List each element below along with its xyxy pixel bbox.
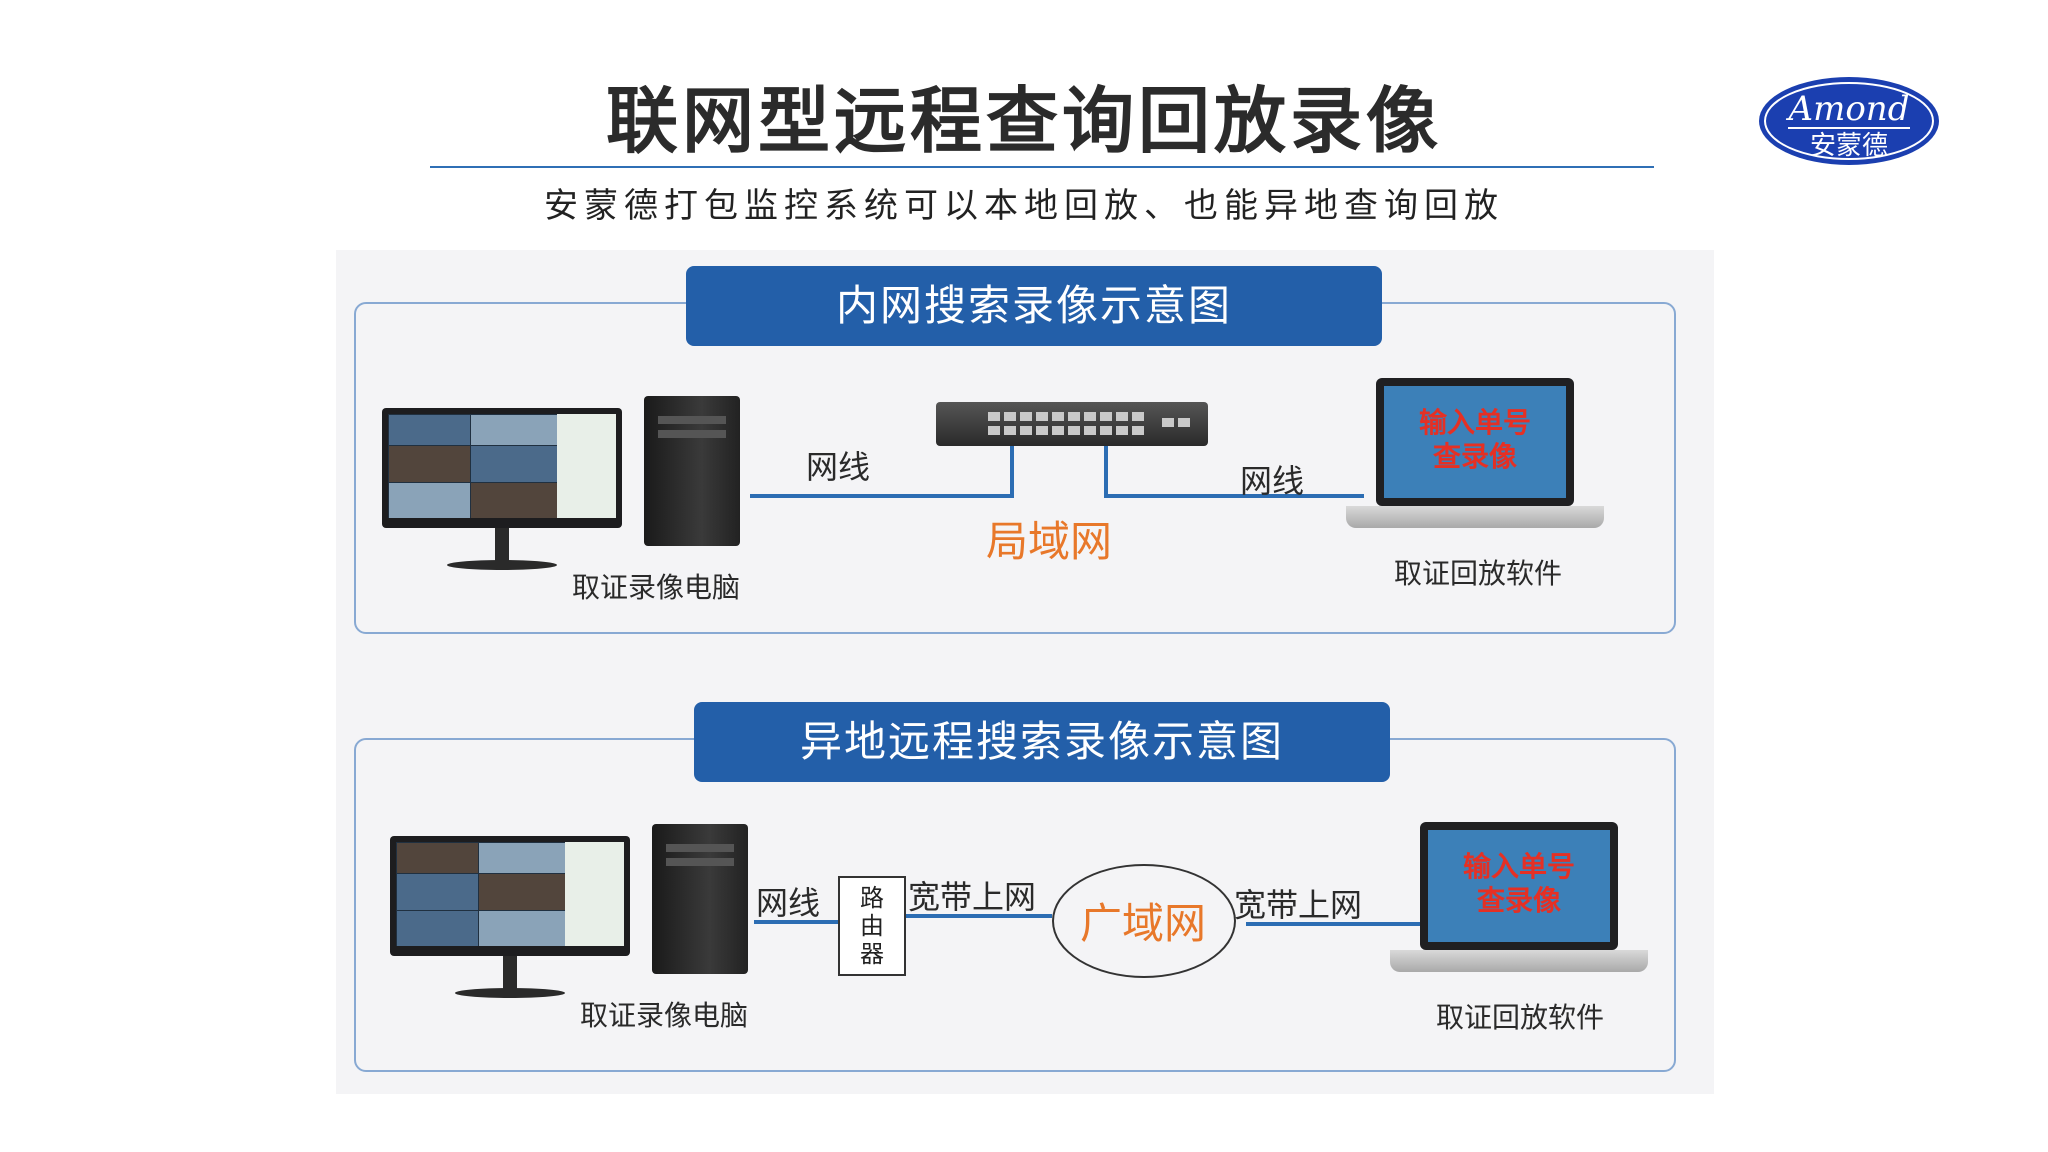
- lan-pc-tower: [644, 396, 740, 546]
- lan-pc-label: 取证录像电脑: [572, 571, 741, 604]
- logo-text-en: Amond: [1786, 89, 1910, 129]
- lan-wire-right-v: [1104, 446, 1108, 498]
- page-subtitle: 安蒙德打包监控系统可以本地回放、也能异地查询回放: [544, 186, 1504, 226]
- router-char-2: 由: [860, 912, 884, 940]
- wan-broadband-left-label: 宽带上网: [908, 878, 1037, 916]
- router-char-3: 器: [860, 940, 884, 968]
- lan-playback-laptop: 输入单号 查录像: [1346, 378, 1604, 528]
- wan-broadband-right-label: 宽带上网: [1234, 886, 1363, 924]
- lan-wire-left-v: [1010, 446, 1014, 498]
- lan-wire-left-h: [750, 494, 1014, 498]
- wan-network-label: 广域网: [1079, 899, 1206, 948]
- diagram-panel: 内网搜索录像示意图 取证录像电脑: [336, 250, 1714, 1094]
- wan-wire-pc-router: [754, 920, 838, 924]
- wan-banner: 异地远程搜索录像示意图: [694, 702, 1390, 782]
- wan-pc-label: 取证录像电脑: [580, 999, 749, 1032]
- lan-banner: 内网搜索录像示意图: [686, 266, 1382, 346]
- wan-pc-monitor: [390, 836, 630, 1000]
- lan-screen-line-2: 查录像: [1432, 440, 1517, 473]
- logo-ellipse: [1759, 77, 1939, 165]
- lan-network-label: 局域网: [986, 517, 1113, 566]
- wan-cable-label: 网线: [756, 884, 821, 922]
- title-underline: [430, 166, 1654, 168]
- wan-cloud-ellipse: [1052, 864, 1236, 978]
- page-title: 联网型远程查询回放录像: [605, 79, 1442, 163]
- lan-pc-monitor: [382, 408, 622, 572]
- router-char-1: 路: [860, 884, 884, 912]
- wan-screen-line-1: 输入单号: [1462, 850, 1575, 883]
- wan-pc-tower: [652, 824, 748, 974]
- router-box: 路 由 器: [838, 876, 906, 976]
- wan-playback-laptop: 输入单号 查录像: [1390, 822, 1648, 972]
- wan-screen-line-2: 查录像: [1476, 884, 1561, 917]
- logo-text-cn: 安蒙德: [1810, 131, 1888, 161]
- wan-wire-wan-laptop: [1246, 922, 1420, 926]
- lan-screen-line-1: 输入单号: [1418, 406, 1531, 439]
- network-switch: [936, 402, 1208, 446]
- lan-wire-right-h: [1104, 494, 1364, 498]
- amond-logo: Amond 安蒙德: [1759, 77, 1939, 165]
- lan-cable-right-label: 网线: [1240, 462, 1305, 500]
- wan-wire-router-wan: [906, 914, 1052, 918]
- lan-cable-left-label: 网线: [806, 448, 871, 486]
- lan-laptop-label: 取证回放软件: [1394, 557, 1563, 590]
- wan-laptop-label: 取证回放软件: [1436, 1001, 1605, 1034]
